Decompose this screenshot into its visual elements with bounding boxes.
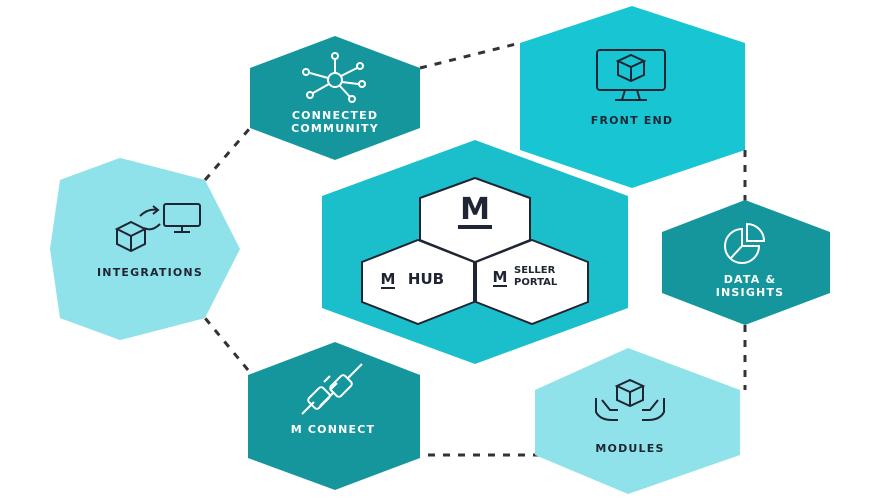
m-hub-logo: M [381,270,396,288]
m-hub-underline [381,287,395,289]
connected-community-line1: CONNECTED [292,109,378,122]
m-seller-logo: M [493,268,508,286]
connected-community-hex [250,36,420,160]
box-sync-monitor-icon [114,203,201,253]
hands-box-icon [595,378,665,421]
pie-chart-icon [724,222,766,264]
front-end-hex [520,6,745,188]
network-icon [302,52,366,103]
node-connected-community[interactable]: CONNECTED COMMUNITY [250,36,420,160]
m-logo-text: M [460,192,490,227]
node-integrations[interactable]: INTEGRATIONS [50,158,240,340]
m-logo-cell[interactable]: M [419,176,531,264]
node-front-end[interactable]: FRONT END [520,6,745,188]
integrations-label: INTEGRATIONS [97,266,203,279]
data-insights-line2: INSIGHTS [716,286,785,299]
node-data-insights[interactable]: DATA & INSIGHTS [662,200,830,325]
dashed-connectors [203,41,747,457]
connector-mconnect-integrations [203,317,250,371]
m-hub-cell[interactable]: M HUB [361,238,475,326]
m-connect-hex [248,342,420,490]
plug-icon [301,363,363,415]
front-end-label: FRONT END [591,114,674,127]
m-hub-text: HUB [408,270,444,288]
data-insights-line1: DATA & [724,273,777,286]
m-seller-portal-cell[interactable]: M SELLER PORTAL [475,238,589,326]
monitor-box-icon [596,49,666,101]
m-connect-label: M CONNECT [291,423,376,436]
modules-hex [535,348,740,494]
connected-community-line2: COMMUNITY [291,122,379,135]
connector-integrations-community [203,127,252,181]
node-m-connect[interactable]: M CONNECT [248,342,420,490]
m-logo-underline [458,225,492,229]
m-seller-line2: PORTAL [514,277,558,288]
modules-label: MODULES [595,442,664,455]
m-seller-line1: SELLER [514,265,556,276]
center-hexagon: M M HUB M SELLER PORTAL [322,140,628,364]
connector-community-frontend [419,41,521,70]
node-modules[interactable]: MODULES [535,348,740,494]
m-seller-underline [493,285,507,287]
